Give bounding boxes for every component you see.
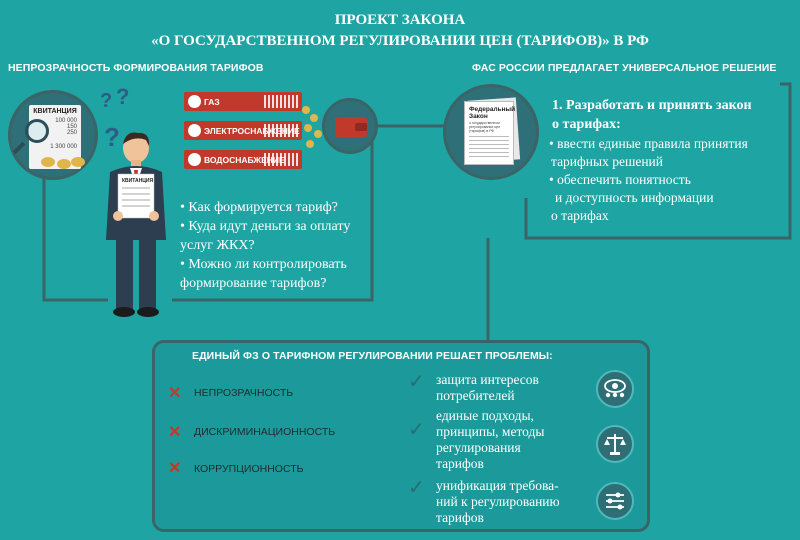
solution-1: защита интересов потребителей [436, 372, 539, 403]
bullet-1-cont: тарифных решений [551, 154, 664, 169]
solutions-panel [152, 340, 650, 532]
cross-icon: ✕ [168, 460, 182, 477]
coin-icon [57, 159, 71, 169]
point-bullets: • ввести единые правила принятия тарифны… [549, 135, 789, 225]
solution-2: единые подходы, принципы, методы регулир… [436, 408, 545, 471]
person-illustration [106, 132, 166, 317]
page-title-line2: «О ГОСУДАРСТВЕННОМ РЕГУЛИРОВАНИИ ЦЕН (ТА… [151, 33, 649, 49]
solution-3: унификация требова- ний к регулированию … [436, 478, 560, 525]
wallet-icon [335, 117, 367, 137]
bottom-heading: ЕДИНЫЙ ФЗ О ТАРИФНОМ РЕГУЛИРОВАНИИ РЕШАЕ… [192, 350, 553, 362]
question-2: • Куда идут деньги за оплату [180, 219, 351, 234]
bill-water: ВОДОСНАБЖЕНИЕ [184, 150, 302, 169]
right-frame-line [524, 82, 792, 240]
question-3: • Можно ли контролировать [180, 257, 347, 272]
coin-icon [41, 157, 55, 167]
bullet-1: • ввести единые правила принятия [549, 136, 748, 151]
document-circle: Федеральный Закон о государственном регу… [443, 84, 539, 180]
bullet-2-cont: и доступность информации [555, 190, 714, 205]
wallet-circle [322, 98, 378, 154]
doc-title1: Федеральный [469, 106, 516, 113]
electricity-icon [188, 124, 201, 137]
doc-subtitle: о государственном регулировании цен (тар… [469, 121, 501, 133]
scales-icon [596, 425, 634, 463]
check-icon: ✓ [408, 371, 425, 393]
question-2-cont: услуг ЖКХ? [180, 238, 255, 253]
problem-3: КОРРУПЦИОННОСТЬ [194, 463, 304, 475]
point-title-line1: 1. Разработать и принять закон [552, 98, 752, 113]
water-icon [188, 153, 201, 166]
questions-list: • Как формируется тариф? • Куда идут ден… [180, 198, 370, 293]
law-document: Федеральный Закон о государственном регу… [464, 101, 516, 165]
left-heading: НЕПРОЗРАЧНОСТЬ ФОРМИРОВАНИЯ ТАРИФОВ [8, 62, 264, 74]
check-icon: ✓ [408, 477, 425, 499]
eye-people-icon [596, 370, 634, 408]
question-mark-2: ? [116, 84, 130, 109]
point-title: 1. Разработать и принять закон о тарифах… [552, 96, 792, 134]
bill-gas: ГАЗ [184, 92, 302, 111]
receipt-amount-1: 100 000 [55, 118, 77, 124]
problem-2: ДИСКРИМИНАЦИОННОСТЬ [194, 426, 336, 438]
page-title-line1: ПРОЕКТ ЗАКОНА [334, 12, 466, 28]
receipt-amount-4: 1 300 000 [50, 144, 77, 150]
bill-gas-label: ГАЗ [204, 96, 220, 107]
question-1: • Как формируется тариф? [180, 200, 338, 215]
receipt-amount-2: 150 [66, 124, 77, 130]
problem-1: НЕПРОЗРАЧНОСТЬ [194, 387, 294, 399]
check-icon: ✓ [408, 419, 425, 441]
sliders-icon [596, 482, 634, 520]
coins-trail [302, 106, 322, 148]
left-frame-line-right [172, 126, 374, 302]
point-title-line2: о тарифах: [552, 117, 621, 132]
bill-water-label: ВОДОСНАБЖЕНИЕ [204, 154, 285, 165]
question-mark-3: ? [104, 122, 120, 152]
cross-icon: ✕ [168, 385, 182, 402]
bill-electricity: ЭЛЕКТРОСНАБЖЕНИЕ [184, 121, 302, 140]
magnifier-icon [25, 119, 49, 143]
right-heading: ФАС РОССИИ ПРЕДЛАГАЕТ УНИВЕРСАЛЬНОЕ РЕШЕ… [472, 62, 777, 74]
cross-icon: ✕ [168, 424, 182, 441]
bullet-2-cont2: о тарифах [551, 208, 609, 223]
receipt-header: КВИТАНЦИЯ [33, 108, 77, 115]
question-3-cont: формирование тарифов? [180, 276, 327, 291]
left-frame-line [42, 178, 108, 302]
bullet-2: • обеспечить понятность [549, 172, 691, 187]
gas-icon [188, 95, 201, 108]
doc-title2: Закон [469, 113, 488, 120]
person-paper-label: КВИТАНЦИЯ [122, 178, 154, 184]
bill-electricity-label: ЭЛЕКТРОСНАБЖЕНИЕ [204, 125, 300, 136]
receipt-amount-3: 250 [66, 130, 77, 136]
coin-icon [71, 157, 85, 167]
question-mark-1: ? [100, 90, 113, 112]
receipt-circle: КВИТАНЦИЯ 100 000 150 250 1 300 000 [8, 90, 98, 180]
